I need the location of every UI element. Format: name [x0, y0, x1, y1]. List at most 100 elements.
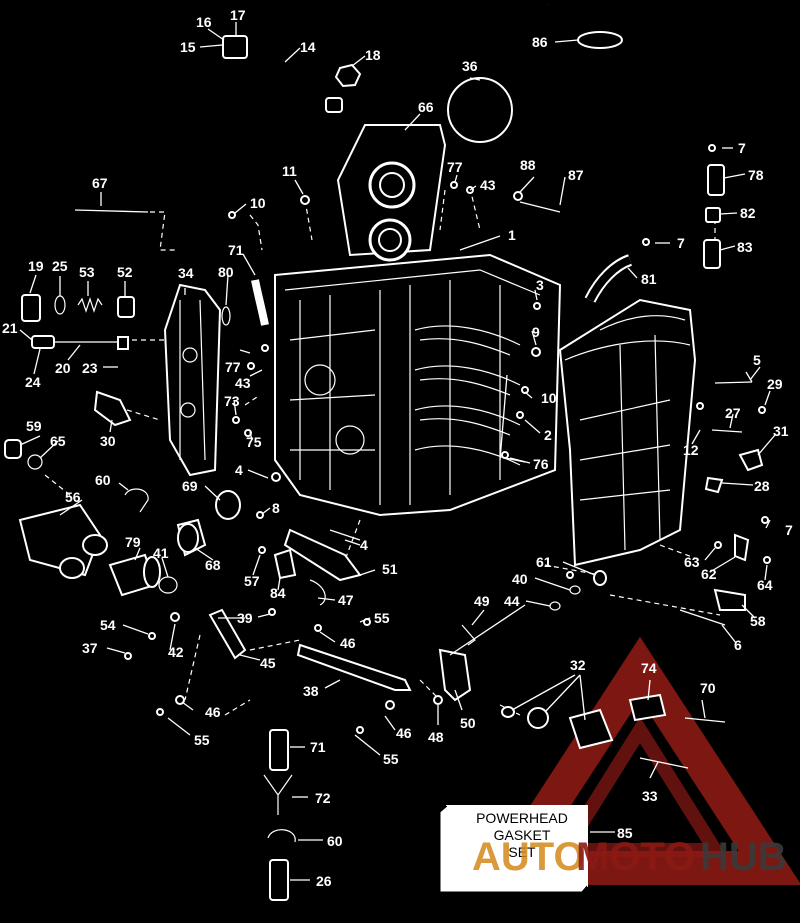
callout-20: 20	[55, 360, 71, 376]
callout-77b: 77	[225, 359, 241, 375]
callout-65: 65	[50, 433, 66, 449]
watermark-hub: HUB	[700, 835, 787, 879]
callout-30: 30	[100, 433, 116, 449]
callout-38: 38	[303, 683, 319, 699]
callout-16: 16	[196, 14, 212, 30]
callout-36: 36	[462, 58, 478, 74]
callout-53: 53	[79, 264, 95, 280]
callout-74: 74	[641, 660, 657, 676]
callout-27: 27	[725, 405, 741, 421]
callout-45: 45	[260, 655, 276, 671]
callout-31: 31	[773, 423, 789, 439]
callout-83: 83	[737, 239, 753, 255]
callout-21: 21	[2, 320, 18, 336]
callout-43a: 43	[480, 177, 496, 193]
callout-55b: 55	[194, 732, 210, 748]
callout-12: 12	[683, 442, 699, 458]
callout-55a: 55	[374, 610, 390, 626]
callout-46c: 46	[396, 725, 412, 741]
callout-33: 33	[642, 788, 658, 804]
callout-59: 59	[26, 418, 42, 434]
part-shapes	[4, 3, 771, 901]
callout-76: 76	[533, 456, 549, 472]
callout-75: 75	[246, 434, 262, 450]
callout-70: 70	[700, 680, 716, 696]
callout-77a: 77	[447, 159, 463, 175]
callout-28: 28	[754, 478, 770, 494]
callout-60b: 60	[327, 833, 343, 849]
callout-57: 57	[244, 573, 260, 589]
callout-55c: 55	[383, 751, 399, 767]
callout-71b: 71	[310, 739, 326, 755]
callout-62: 62	[701, 566, 717, 582]
callout-58: 58	[750, 613, 766, 629]
callout-66: 66	[418, 99, 434, 115]
callout-29: 29	[767, 376, 783, 392]
callout-39: 39	[237, 610, 253, 626]
callout-50: 50	[460, 715, 476, 731]
callout-37: 37	[82, 640, 98, 656]
callout-69: 69	[182, 478, 198, 494]
callout-64: 64	[757, 577, 773, 593]
callout-88: 88	[520, 157, 536, 173]
callout-60a: 60	[95, 472, 111, 488]
callout-46b: 46	[205, 704, 221, 720]
callout-84: 84	[270, 585, 286, 601]
callout-79: 79	[125, 534, 141, 550]
callout-17: 17	[230, 7, 246, 23]
callout-7a: 7	[738, 140, 746, 156]
callout-86: 86	[532, 34, 548, 50]
callout-44: 44	[504, 593, 520, 609]
part-labels: 1 2 3 4 4 5 6 7 7 7 8 9 10 10 11 12 14 1…	[2, 7, 793, 889]
callout-46a: 46	[340, 635, 356, 651]
gasket-box-line1: POWERHEAD	[476, 810, 568, 826]
callout-26: 26	[316, 873, 332, 889]
callout-10a: 10	[250, 195, 266, 211]
callout-32: 32	[570, 657, 586, 673]
callout-51: 51	[382, 561, 398, 577]
callout-2: 2	[544, 427, 552, 443]
watermark-logo	[478, 636, 800, 885]
callout-18: 18	[365, 47, 381, 63]
callout-85: 85	[617, 825, 633, 841]
callout-3: 3	[536, 277, 544, 293]
callout-42: 42	[168, 644, 184, 660]
callout-54: 54	[100, 617, 116, 633]
callout-61: 61	[536, 554, 552, 570]
callout-56: 56	[65, 489, 81, 505]
powerhead-gasket-set-box: POWERHEAD GASKET SET	[439, 805, 588, 893]
callout-25: 25	[52, 258, 68, 274]
callout-49: 49	[474, 593, 490, 609]
callout-81: 81	[641, 271, 657, 287]
callout-48: 48	[428, 729, 444, 745]
callout-4b: 4	[360, 537, 368, 553]
callout-82: 82	[740, 205, 756, 221]
callout-1: 1	[508, 227, 516, 243]
callout-63: 63	[684, 554, 700, 570]
leader-lines	[19, 22, 776, 881]
callout-80: 80	[218, 264, 234, 280]
callout-7b: 7	[677, 235, 685, 251]
watermark-text: AUTO MOTO HUB	[472, 835, 787, 879]
callout-43b: 43	[235, 375, 251, 391]
callout-52: 52	[117, 264, 133, 280]
callout-6: 6	[734, 637, 742, 653]
watermark-auto: AUTO	[472, 835, 585, 879]
callout-4: 4	[235, 462, 243, 478]
gasket-box-line3: SET	[508, 844, 536, 860]
callout-14: 14	[300, 39, 316, 55]
callout-47: 47	[338, 592, 354, 608]
callout-23: 23	[82, 360, 98, 376]
callout-40: 40	[512, 571, 528, 587]
callout-7c: 7	[785, 522, 793, 538]
callout-19: 19	[28, 258, 44, 274]
callout-87: 87	[568, 167, 584, 183]
callout-5: 5	[753, 352, 761, 368]
callout-9: 9	[532, 324, 540, 340]
callout-15: 15	[180, 39, 196, 55]
callout-8: 8	[272, 500, 280, 516]
callout-10b: 10	[541, 390, 557, 406]
callout-71a: 71	[228, 242, 244, 258]
callout-34: 34	[178, 265, 194, 281]
